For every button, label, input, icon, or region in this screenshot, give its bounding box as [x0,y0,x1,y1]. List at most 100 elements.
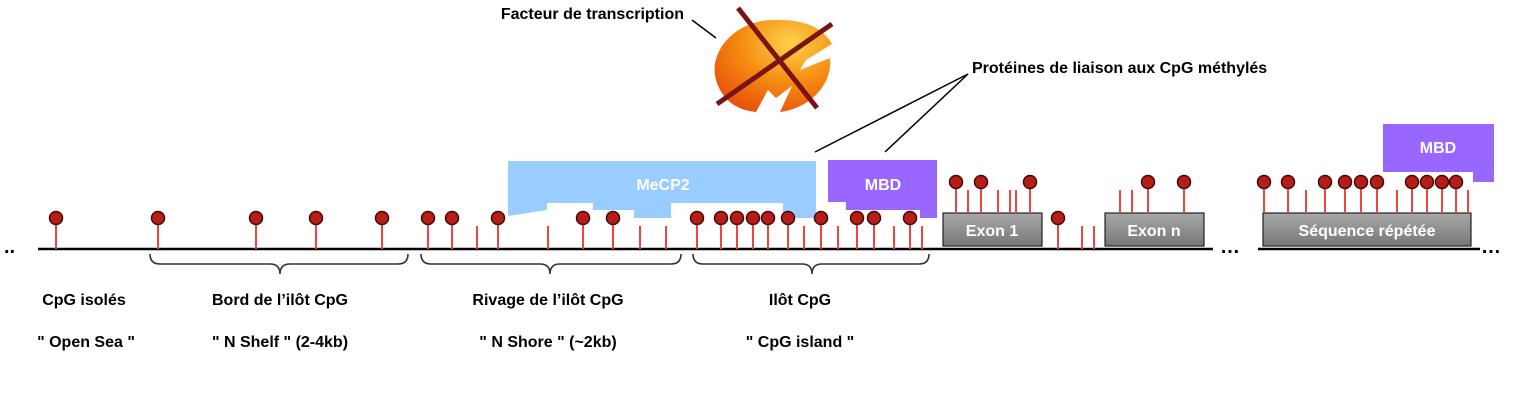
exon-1-box: Exon 1 [942,212,1043,247]
methylated-cpg-site [150,210,166,249]
methyl-group-bead [1369,174,1385,190]
methylated-cpg-site [490,210,506,249]
methyl-group-bead [1434,174,1450,190]
transcription-factor: Facteur de transcription [501,6,834,113]
ellipsis-right: … [1481,236,1501,258]
cross-line-2 [715,21,834,107]
methylated-cpg-site [689,210,705,249]
methyl-group-bead [374,210,390,226]
methylated-cpg-site [866,210,882,249]
methyl-group-bead [902,210,918,226]
cpg-sites [48,174,1469,249]
methylated-cpg-site [48,210,64,249]
mecp2-shape [508,161,816,218]
exon-n-label: Exon n [1127,223,1180,240]
brace-shore [420,253,682,275]
methyl-group-bead [150,210,166,226]
region-labels: CpG isolés " Open Sea " Bord de l’ilôt C… [37,292,854,351]
methyl-group-bead [745,210,761,226]
methyl-group-bead [689,210,705,226]
methyl-group-bead [1419,174,1435,190]
methylated-cpg-site [1317,174,1333,213]
open-sea-subtitle: " Open Sea " [37,334,135,351]
cross-line-1 [736,6,819,110]
methylated-cpg-site [813,210,829,249]
island-title: Ilôt CpG [769,292,831,309]
methyl-group-bead [713,210,729,226]
methylated-cpg-site [1176,174,1192,213]
dna-strand: .. … … [4,236,1501,258]
mbd-label-2: MBD [1420,140,1456,157]
methyl-group-bead [1404,174,1420,190]
methylated-cpg-site [1434,174,1450,213]
exon-n-box: Exon n [1104,212,1205,247]
methylated-cpg-site [729,210,745,249]
methylated-cpg-site [1404,174,1420,213]
pointer-line-mbd [884,73,969,153]
methyl-group-bead [780,210,796,226]
methylated-cpg-site [1140,174,1156,213]
methylated-cpg-site [420,210,436,249]
methyl-group-bead [1022,174,1038,190]
methyl-group-bead [1353,174,1369,190]
methyl-group-bead [760,210,776,226]
exon-1-label: Exon 1 [966,223,1019,240]
methyl-group-bead [973,174,989,190]
methylated-cpg-site [1022,174,1038,213]
methyl-group-bead [1317,174,1333,190]
methylated-cpg-site [308,210,324,249]
methyl-group-bead [48,210,64,226]
methyl-group-bead [1050,210,1066,226]
transcription-factor-label: Facteur de transcription [501,6,684,23]
mbd-label-1: MBD [865,177,901,194]
shore-title: Rivage de l’ilôt CpG [472,292,623,309]
methyl-group-bead [813,210,829,226]
methylated-cpg-site [902,210,918,249]
methylated-cpg-site [780,210,796,249]
methyl-group-bead [420,210,436,226]
methylated-cpg-site [1369,174,1385,213]
methylated-cpg-site [1337,174,1353,213]
shelf-title: Bord de l’ilôt CpG [212,292,348,309]
methylated-cpg-site [605,210,621,249]
methyl-group-bead [605,210,621,226]
mecp2-label: MeCP2 [636,177,689,194]
methylated-cpg-site [948,174,964,213]
methyl-group-bead [1337,174,1353,190]
methylated-cpg-site [575,210,591,249]
methyl-group-bead [1176,174,1192,190]
repeat-sequence-box: Séquence répétée [1262,212,1472,247]
mbd-protein-1: MBD [828,160,937,218]
region-braces [149,253,930,275]
pointer-line-mecp2 [814,73,969,153]
binding-proteins-callout: Protéines de liaison aux CpG méthylés [814,60,1267,153]
methyl-group-bead [866,210,882,226]
mbd-shape-1 [828,160,937,218]
repeat-sequence-label: Séquence répétée [1299,223,1436,240]
open-sea-title: CpG isolés [42,292,126,309]
methyl-group-bead [308,210,324,226]
methyl-group-bead [575,210,591,226]
methylated-cpg-site [760,210,776,249]
methyl-group-bead [1256,174,1272,190]
methylated-cpg-site [248,210,264,249]
binding-proteins-label: Protéines de liaison aux CpG méthylés [972,60,1267,77]
methylated-cpg-site [444,210,460,249]
methylated-cpg-site [849,210,865,249]
methyl-group-bead [1448,174,1464,190]
mbd-protein-2: MBD [1383,124,1494,182]
methyl-group-bead [248,210,264,226]
methyl-group-bead [1140,174,1156,190]
methylated-cpg-site [1419,174,1435,213]
methyl-group-bead [490,210,506,226]
brace-island [692,253,930,275]
methylated-cpg-site [1280,174,1296,213]
methylated-cpg-site [713,210,729,249]
methyl-group-bead [729,210,745,226]
shore-subtitle: " N Shore " (~2kb) [479,334,616,351]
methylated-cpg-site [745,210,761,249]
mbd-shape-2 [1383,124,1494,182]
methyl-group-bead [1280,174,1296,190]
methylated-cpg-site [1353,174,1369,213]
